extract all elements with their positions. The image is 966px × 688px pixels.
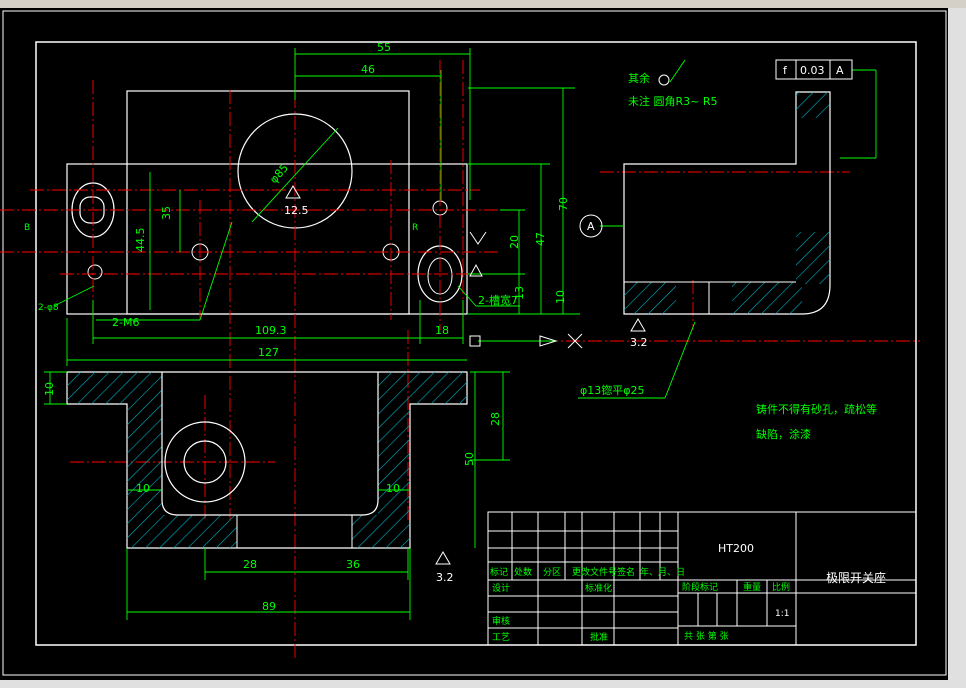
tb-sheets: 共 张 第 张 [684,630,729,642]
sheet-border [2,10,947,676]
dim-wall-left: 10 [136,482,150,495]
dim-slot-note: 2-槽宽7 [478,293,518,307]
tb-approve: 批准 [590,631,608,643]
title-block [487,511,917,646]
tb-h-count: 处数 [514,566,532,578]
dim-18: 18 [435,324,449,337]
dim-2phi8: 2-φ8 [38,303,59,313]
dim-2m6: 2-M6 [112,316,139,329]
dim-section-50: 50 [463,452,476,466]
left-small-hole [87,264,103,280]
tb-part-name: 极限开关座 [826,570,886,585]
vertical-scrollbar[interactable] [948,8,966,680]
tb-design: 设计 [492,582,510,594]
horizontal-scrollbar[interactable] [0,680,966,688]
section-boss [164,421,246,503]
dim-47: 47 [534,232,547,246]
note-rest: 其余 [628,71,650,85]
centerlines [0,50,920,660]
tb-h-doc: 更改文件号 [572,566,617,578]
dim-70: 70 [557,197,570,211]
datum-label: A [587,220,595,233]
roughness-circle-icon [658,74,670,86]
note-casting-2: 缺陷，涂漆 [756,427,811,441]
tb-h-zone: 分区 [543,567,561,578]
tb-process: 工艺 [492,632,510,643]
tb-standard: 标准化 [585,582,612,594]
tb-scale-label: 比例 [772,581,790,593]
dim-counterbore: φ13锪平φ25 [580,384,645,397]
tb-weight: 重量 [743,581,761,593]
dim-top-inner: 46 [361,63,375,76]
section-view [66,371,468,549]
dim-109: 109.3 [255,324,287,337]
roughness-bottom: 3.2 [630,336,648,349]
dim-44: 44.5 [134,228,147,253]
dim-b: B [24,223,30,233]
dim-bottom-89: 89 [262,600,276,613]
dim-section-10: 10 [43,382,56,396]
tb-h-sign: 签名 [617,566,635,578]
drawing-frame [35,41,917,646]
dim-127: 127 [258,346,279,359]
datum-circle [579,214,603,238]
gdt-tolerance: 0.03 [800,64,825,77]
dim-top-width: 55 [377,41,391,54]
dim-20: 20 [508,235,521,249]
tb-scale-value: 1:1 [775,609,789,619]
dim-35: 35 [160,206,173,220]
dim-bottom-28: 28 [243,558,257,571]
dim-wall-right: 10 [386,482,400,495]
tb-review: 审核 [492,615,510,627]
roughness-bore: 12.5 [284,204,309,217]
tb-h-mark: 标记 [490,566,508,578]
note-fillet: 未注 圆角R3~ R5 [628,94,718,108]
side-view [623,91,831,315]
tb-h-date: 年、月、日 [640,566,685,578]
roughness-symbols [285,185,646,565]
dimension-lines [44,48,877,620]
gdt-symbol: f [783,64,788,77]
section-boss-inner [183,440,227,484]
roughness-section: 3.2 [436,571,454,584]
tb-material: HT200 [718,542,754,555]
note-casting-1: 铸件不得有砂孔，疏松等 [756,402,877,416]
drawing-area [0,8,948,680]
dim-bottom-36: 36 [346,558,360,571]
view-arrow [469,333,583,349]
dim-r: R [412,223,418,233]
dim-10-right: 10 [554,290,567,304]
dim-section-28: 28 [489,412,502,426]
dim-13: 13 [513,286,526,300]
gdt-frame [775,59,853,80]
gdt-datum: A [836,64,844,77]
tb-stage: 阶段标记 [682,581,718,593]
window-top-bar [0,0,966,8]
